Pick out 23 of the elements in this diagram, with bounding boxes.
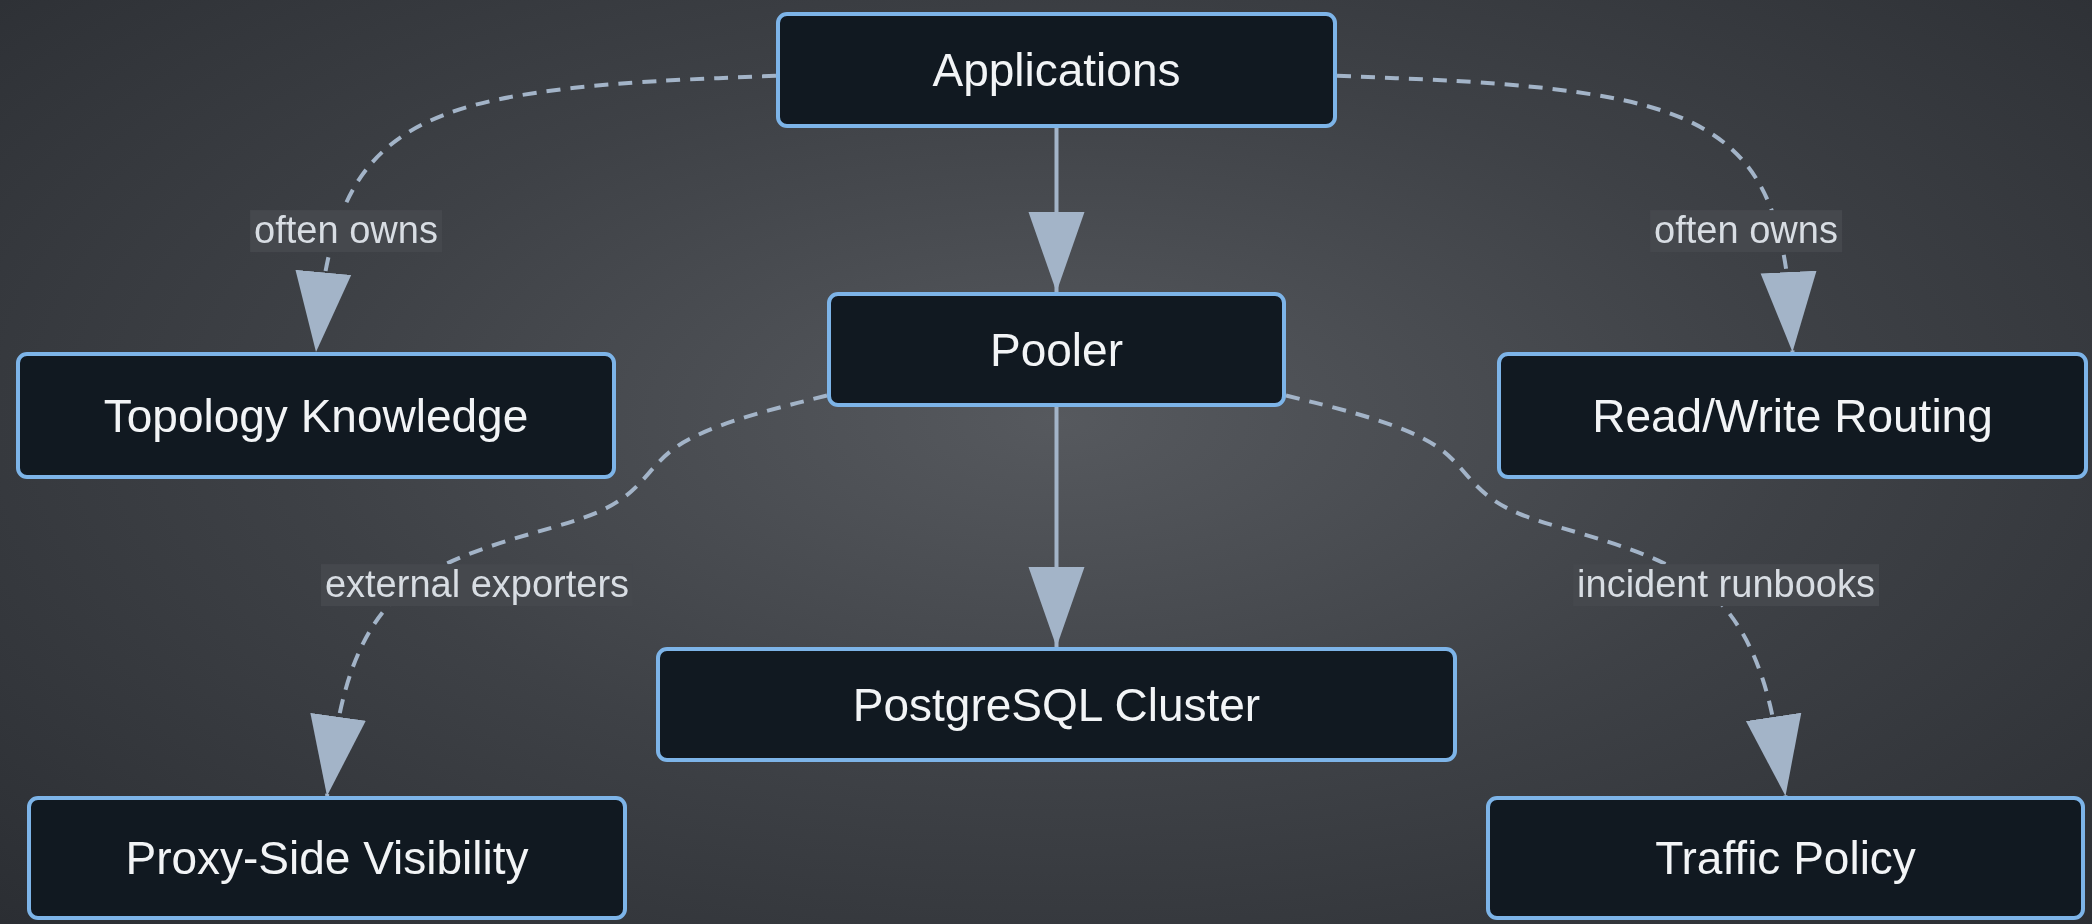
arrow — [295, 73, 777, 353]
arrow — [1028, 407, 1085, 647]
process-box — [1486, 796, 2085, 920]
node-label: Topology Knowledge — [103, 388, 529, 443]
node-label: PostgreSQL Cluster — [852, 677, 1261, 732]
arrow — [310, 393, 828, 797]
edge-label: incident runbooks — [1573, 564, 1879, 606]
arrow — [1285, 393, 1802, 797]
node-label: Proxy-Side Visibility — [125, 831, 529, 885]
node-label: Applications — [932, 43, 1181, 97]
node-label: Pooler — [990, 322, 1123, 377]
process-box — [27, 796, 627, 920]
process-box — [16, 352, 616, 479]
process-box — [656, 647, 1457, 762]
edge-label: often owns — [1650, 210, 1842, 252]
edge-label: often owns — [250, 210, 442, 252]
arrow — [1028, 128, 1085, 292]
arrow — [1336, 73, 1817, 353]
node-label: Read/Write Routing — [1592, 388, 1993, 443]
node-label: Traffic Policy — [1655, 831, 1916, 885]
process-box — [827, 292, 1286, 407]
process-box — [1497, 352, 2088, 479]
process-box — [776, 12, 1337, 128]
